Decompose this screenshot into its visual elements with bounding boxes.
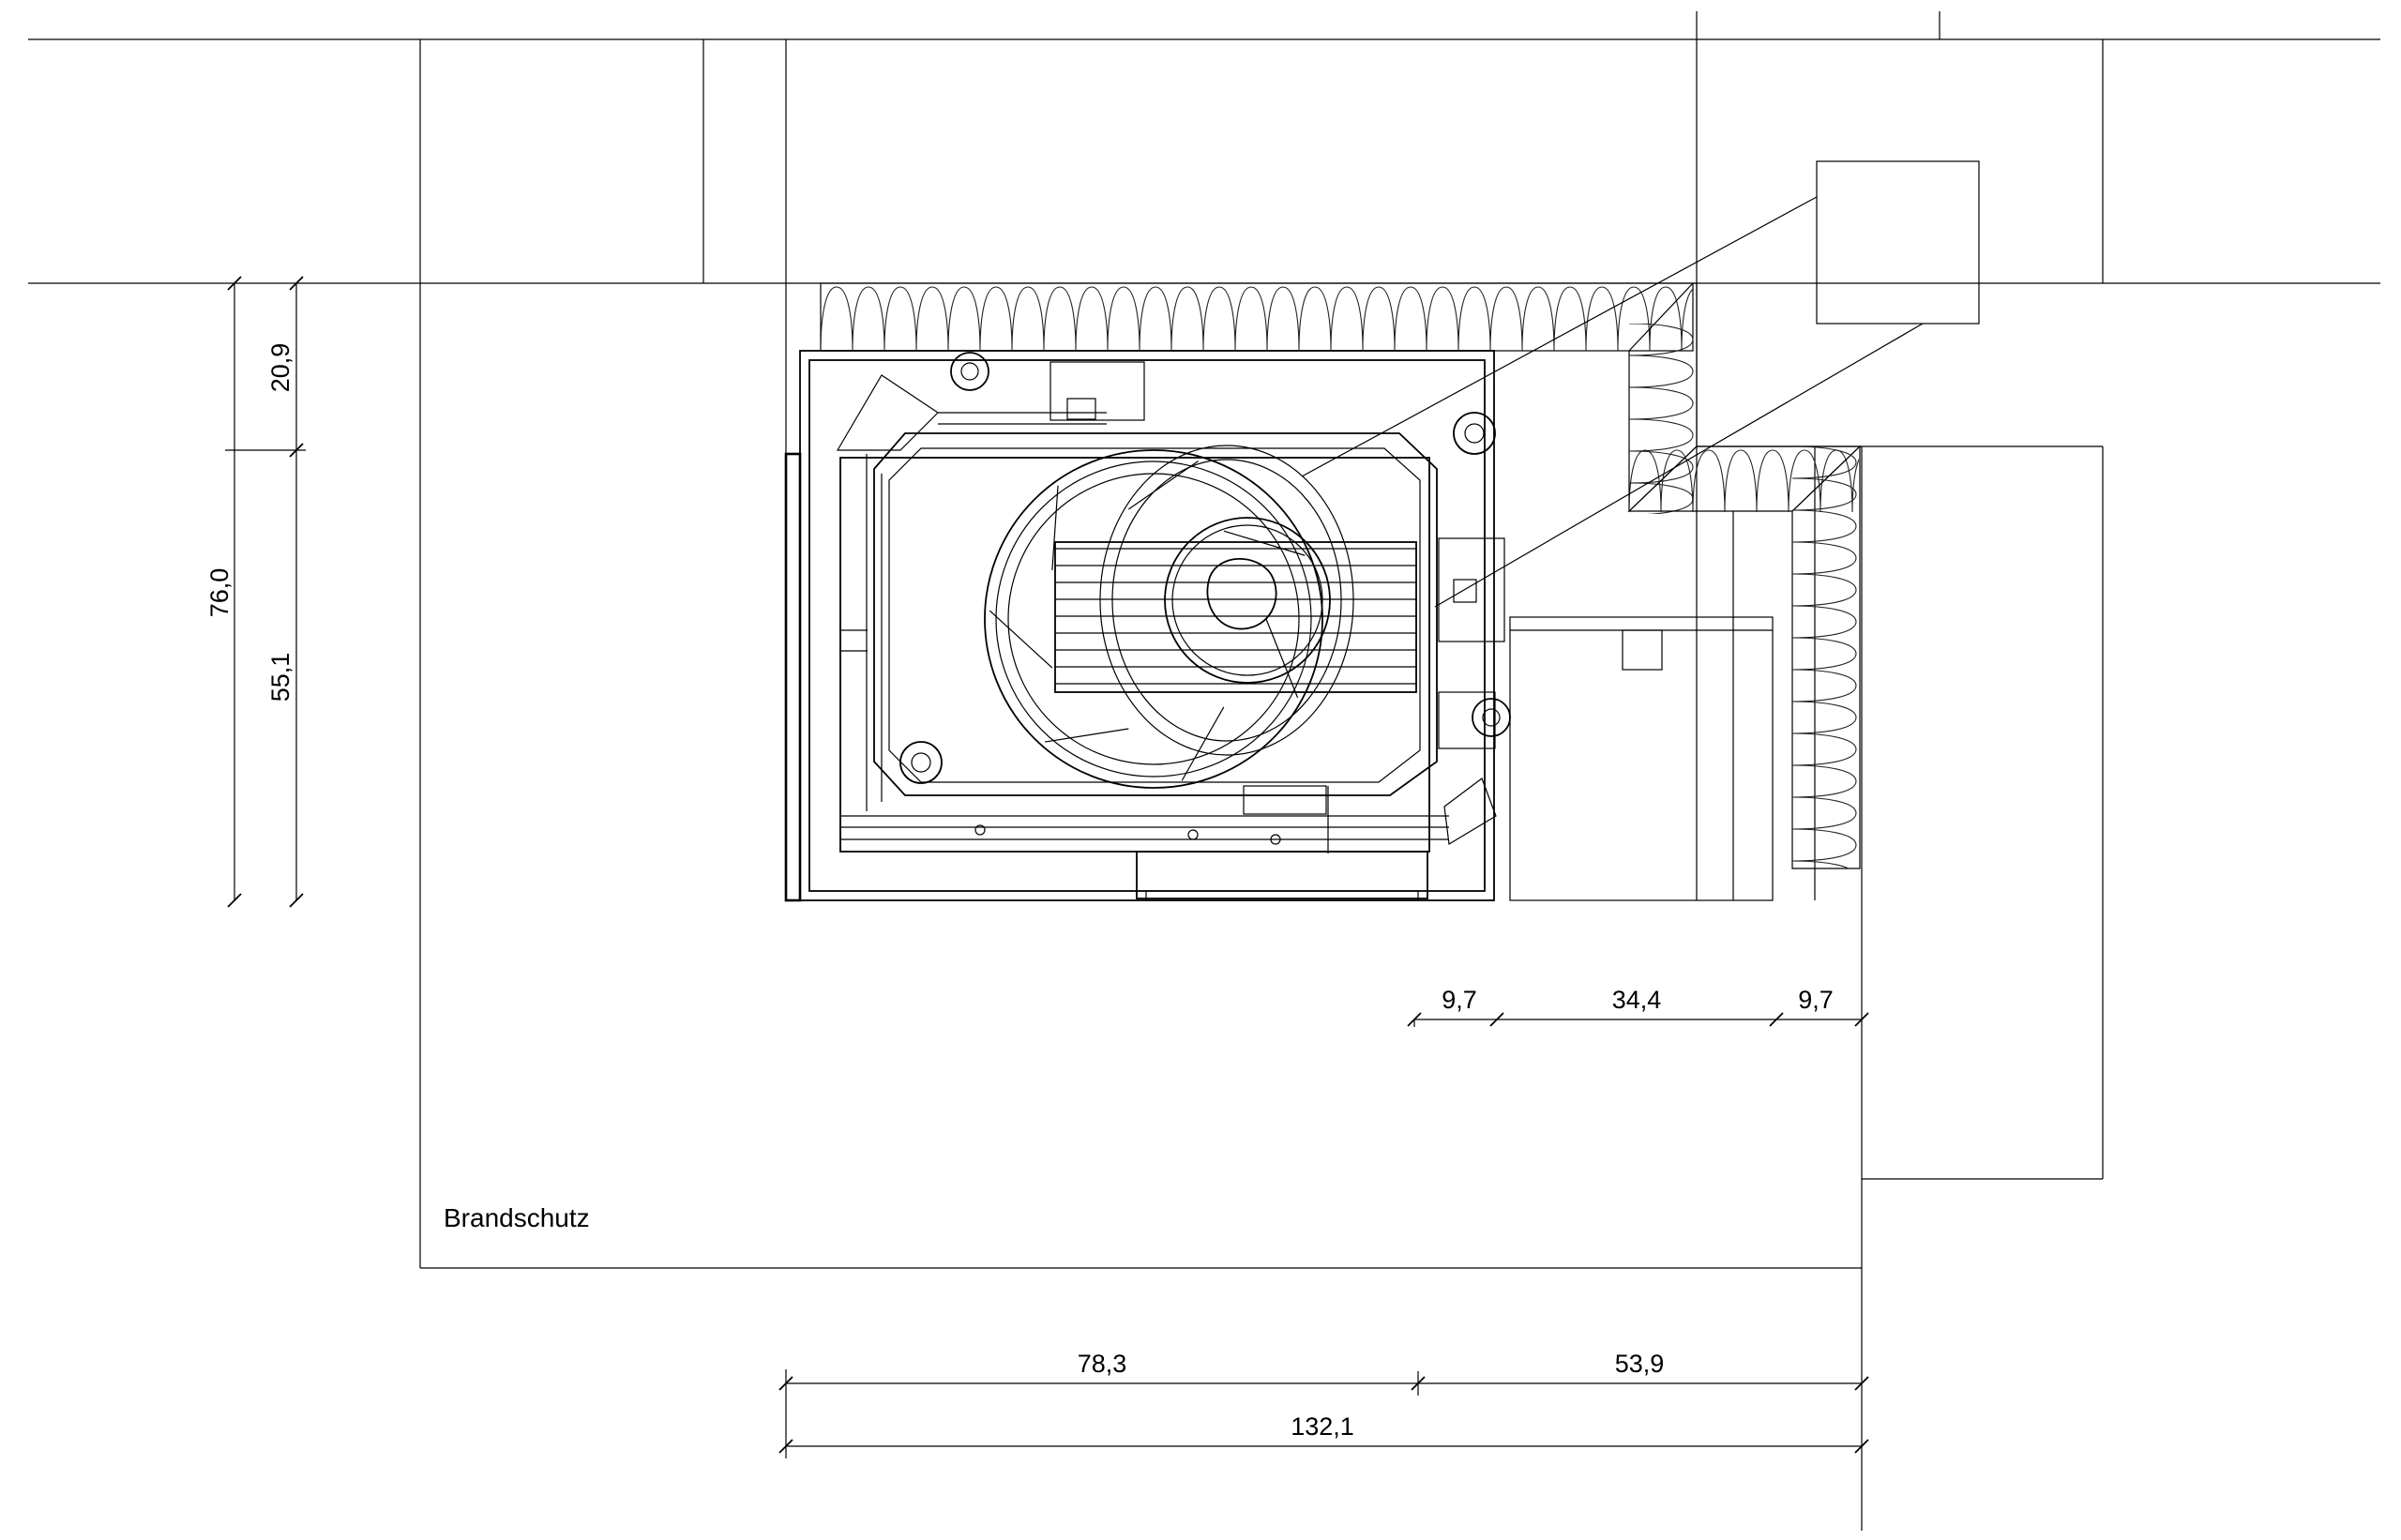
zone-label: Brandschutz [444, 1203, 590, 1232]
dim-vertical-lower: 55,1 [266, 653, 294, 702]
chimney-box [1301, 160, 1980, 608]
insulation-middle [1627, 445, 1862, 512]
dim-vertical-total: 76,0 [205, 568, 234, 618]
dim-right-gap: 9,7 [1798, 986, 1834, 1014]
insulation-right [1791, 445, 1861, 869]
dimension-lines [225, 276, 1869, 1458]
dim-right-part: 53,9 [1615, 1350, 1665, 1378]
insulation-top [820, 282, 1694, 352]
dim-left-part: 78,3 [1078, 1350, 1127, 1378]
heater-unit [784, 350, 1511, 902]
burner-assembly [984, 445, 1417, 789]
dim-total: 132,1 [1291, 1412, 1354, 1441]
wall-outlines [28, 11, 2380, 1531]
dim-left-gap: 9,7 [1442, 986, 1477, 1014]
dim-vertical-top: 20,9 [266, 343, 294, 393]
side-cabinet [1509, 616, 1774, 901]
dim-middle: 34,4 [1612, 986, 1662, 1014]
